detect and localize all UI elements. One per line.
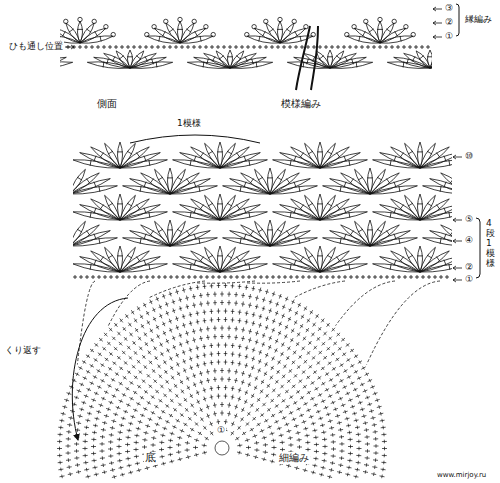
repeat-label: 1模様 xyxy=(176,118,202,128)
row-number: ② xyxy=(444,17,454,27)
cord-position-note: ひも通し位置 xyxy=(8,41,64,51)
row-number: ⑩ xyxy=(464,151,474,161)
row-number: ③ xyxy=(444,3,454,13)
leader-arrow xyxy=(65,7,462,282)
edging xyxy=(60,17,432,68)
bottom-chart xyxy=(57,281,440,479)
row-number: ① xyxy=(464,274,474,284)
part-name: 底 xyxy=(144,452,157,465)
row-number: ① xyxy=(216,425,226,435)
pattern-body xyxy=(73,142,452,279)
guide-line xyxy=(77,281,440,365)
row-number: ② xyxy=(464,262,474,272)
watermark: www.mirjoy.ru xyxy=(436,471,487,479)
row-number: ⑤ xyxy=(464,214,474,224)
repeat-bracket xyxy=(130,135,260,143)
fan-stitches xyxy=(73,142,452,279)
row-number: ① xyxy=(444,31,454,41)
bracket xyxy=(476,218,480,278)
round-stitches xyxy=(57,283,387,479)
edging-stitches xyxy=(60,17,432,68)
row-number: ④ xyxy=(464,235,474,245)
repeat-note: くり返す xyxy=(4,345,42,355)
section-name: 模様編み xyxy=(280,98,322,110)
part-name: 側面 xyxy=(96,98,118,110)
section-name: 縁編み xyxy=(464,14,493,24)
bracket xyxy=(456,4,459,36)
repeat-arrow xyxy=(72,298,128,440)
section-name: 細編み xyxy=(278,452,310,464)
repeat-note: 4段1模様 xyxy=(486,218,495,269)
